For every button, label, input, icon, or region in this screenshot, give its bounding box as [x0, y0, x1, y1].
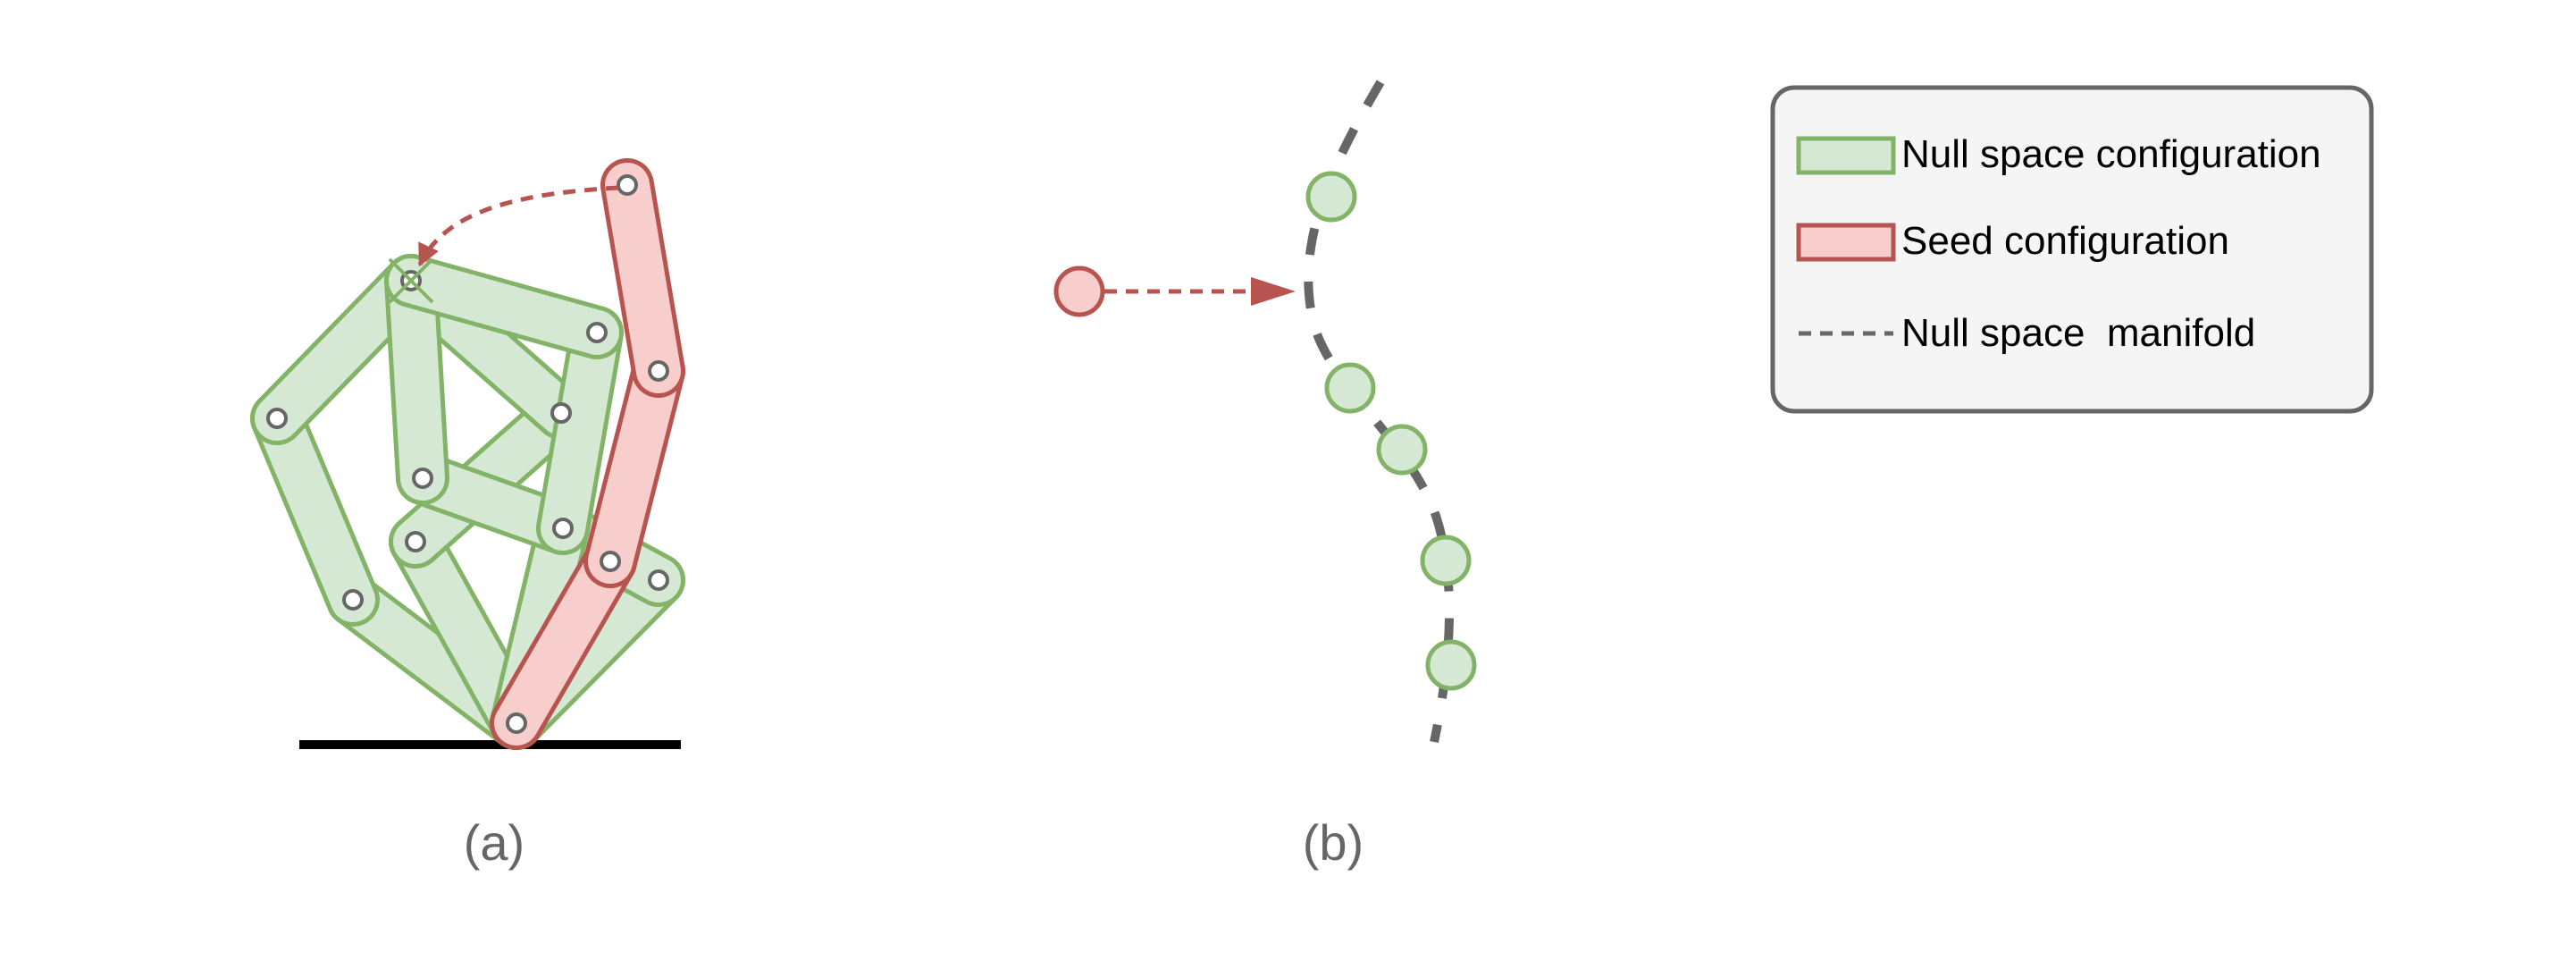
null-space-point	[1305, 171, 1357, 223]
green-link	[389, 258, 619, 355]
legend-item-manifold: Null space manifold	[1799, 311, 2255, 355]
joint	[412, 468, 433, 489]
caption-b: (b)	[1303, 814, 1364, 871]
joint	[266, 408, 288, 429]
joint	[586, 322, 608, 343]
joint	[648, 569, 669, 591]
green-link	[255, 396, 375, 622]
joint	[600, 551, 621, 572]
null-space-point	[1324, 362, 1376, 414]
joint	[405, 531, 426, 552]
seed-projection-arrowhead-icon	[1251, 277, 1296, 306]
null-space-point	[1420, 535, 1472, 586]
legend-label-manifold: Null space manifold	[1901, 311, 2255, 355]
joint	[552, 518, 574, 539]
panel-a: (a)	[250, 158, 685, 871]
red-link-swatch-icon	[1796, 223, 1896, 262]
joint	[648, 360, 669, 382]
joint	[550, 402, 572, 424]
red-link	[494, 539, 633, 746]
green-link	[389, 258, 445, 501]
seed-to-target-arrow	[417, 185, 619, 267]
legend-item-null-space: Null space configuration	[1796, 132, 2321, 176]
null-space-point	[1376, 424, 1428, 476]
red-link	[605, 163, 681, 393]
legend-label-null-space: Null space configuration	[1901, 132, 2321, 176]
caption-a: (a)	[464, 814, 524, 871]
legend: Null space configuration Seed configurat…	[1770, 85, 2374, 414]
joint	[506, 712, 527, 734]
null-space-point	[1425, 639, 1477, 691]
red-link	[588, 349, 681, 584]
green-link-swatch-icon	[1796, 136, 1896, 175]
joint	[617, 174, 638, 196]
legend-label-seed: Seed configuration	[1901, 219, 2229, 263]
joint	[342, 589, 364, 611]
seed-point	[1053, 265, 1105, 317]
legend-box	[1770, 85, 2374, 414]
legend-item-seed: Seed configuration	[1796, 219, 2229, 263]
green-link	[541, 310, 619, 551]
panel-b: (b)	[1053, 80, 1477, 871]
manifold-points	[1305, 171, 1477, 691]
seed-configuration	[490, 158, 685, 750]
